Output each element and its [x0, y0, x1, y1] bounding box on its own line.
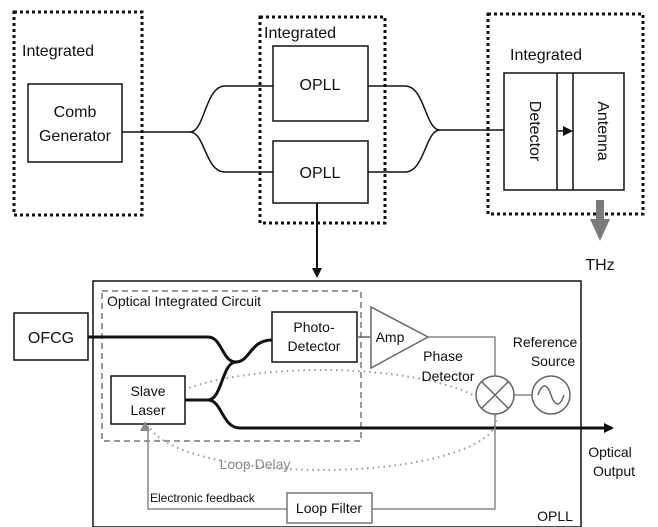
thz-arrow-shaft — [596, 200, 604, 220]
opll-to-detector-combine — [368, 85, 504, 173]
slave-laser-label-2: Laser — [130, 402, 165, 418]
phase-detector-label-1: Phase — [423, 348, 463, 364]
comb-generator-label-1: Comb — [54, 104, 97, 121]
photo-detector-label-2: Detector — [288, 338, 341, 354]
optical-integrated-circuit-region — [101, 290, 362, 442]
left-group-label: Integrated — [22, 43, 94, 60]
mixer-to-loop-filter-wire — [372, 414, 496, 510]
opll-detail-label: OPLL — [537, 508, 573, 524]
oic-label: Optical Integrated Circuit — [107, 293, 261, 309]
middle-group-label: Integrated — [264, 25, 336, 42]
reference-source-label-2: Source — [531, 353, 576, 369]
optical-output-label-1: Optical — [588, 444, 632, 460]
detector-label: Detector — [526, 101, 543, 162]
right-group-label: Integrated — [510, 47, 582, 64]
mixer-cross-2 — [481, 381, 509, 409]
phase-detector-label-2: Detector — [422, 368, 475, 384]
slave-laser-label-1: Slave — [130, 383, 165, 399]
photo-detector-label-1: Photo- — [293, 319, 335, 335]
opll-top-label: OPLL — [300, 77, 341, 94]
ofcg-label: OFCG — [28, 330, 74, 347]
comb-generator-box — [27, 83, 123, 163]
sine-wave-icon — [537, 385, 565, 405]
left-integrated-group — [12, 10, 144, 217]
ofcg-waveguide — [88, 335, 273, 364]
comb-to-opll-split — [122, 85, 273, 173]
loop-delay-label: Loop Delay — [220, 456, 291, 472]
amp-to-mixer-wire — [428, 336, 496, 376]
slave-laser-waveguide — [185, 360, 580, 430]
loop-filter-label: Loop Filter — [296, 500, 362, 516]
electronic-feedback-label: Electronic feedback — [150, 491, 256, 505]
opll-top-box — [272, 45, 369, 122]
thz-label: THz — [585, 257, 614, 274]
loop-filter-box — [286, 492, 373, 524]
opll-detail-frame — [92, 280, 582, 527]
amp-label: Amp — [376, 329, 405, 345]
comb-generator-label-2: Generator — [39, 128, 112, 145]
opll-bottom-label: OPLL — [300, 165, 341, 182]
reference-source-label-1: Reference — [513, 334, 578, 350]
middle-integrated-group — [258, 15, 387, 225]
antenna-label: Antenna — [594, 101, 611, 161]
opll-bottom-box — [272, 140, 369, 204]
electronic-feedback-wire — [140, 421, 287, 510]
loop-delay-ellipse — [147, 369, 497, 471]
slave-laser-box — [110, 375, 186, 425]
thz-arrow-head — [590, 219, 610, 241]
optical-output-label-2: Output — [593, 463, 635, 479]
right-integrated-group — [486, 12, 645, 216]
